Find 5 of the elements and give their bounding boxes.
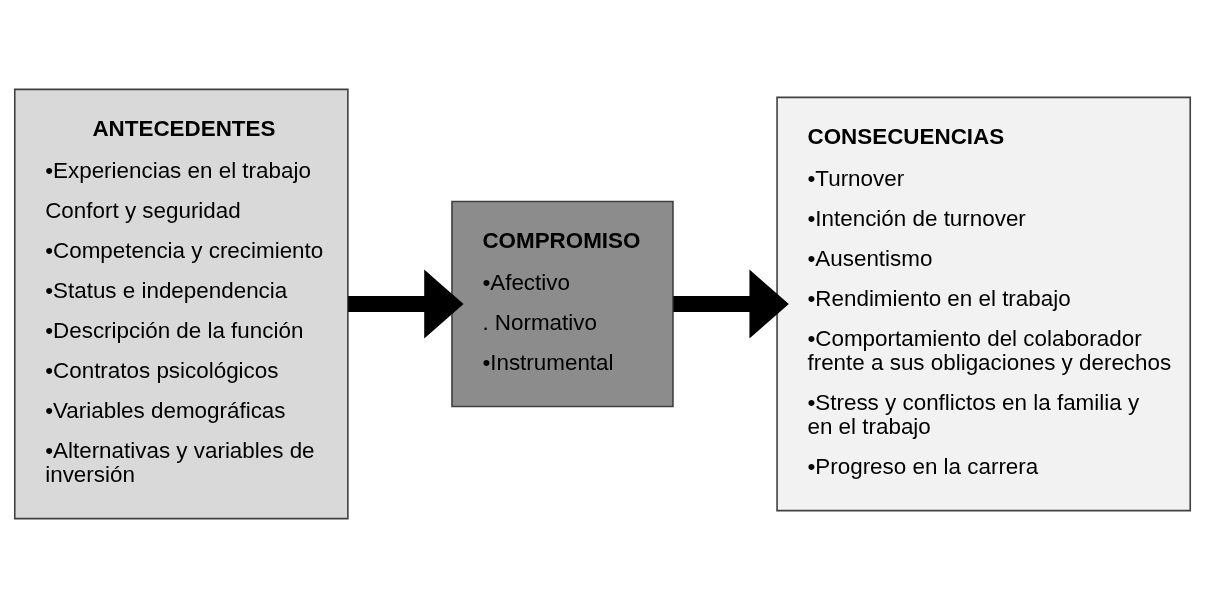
arrow [348, 269, 464, 338]
node-box: ANTECEDENTES •Experiencias en el trabajo Confort y seguridad •Competencia y crecimiento •Status e independencia •Descripción de la función •Contratos psicológicos •Variables demográficas •Alternativas y variables de inversión [13, 88, 349, 519]
node-box: CONSECUENCIAS •Turnover •Intención de turnover •Ausentismo •Rendimiento en el trabajo •Comportamiento del colaborador frente a sus obligaciones y derechos •Stress y conflictos en la familia y en el trabajo •Progreso en la carrera [776, 96, 1192, 511]
node-box: COMPROMISO •Afectivo . Normativo •Instrumental [451, 200, 674, 407]
arrow [673, 269, 789, 338]
